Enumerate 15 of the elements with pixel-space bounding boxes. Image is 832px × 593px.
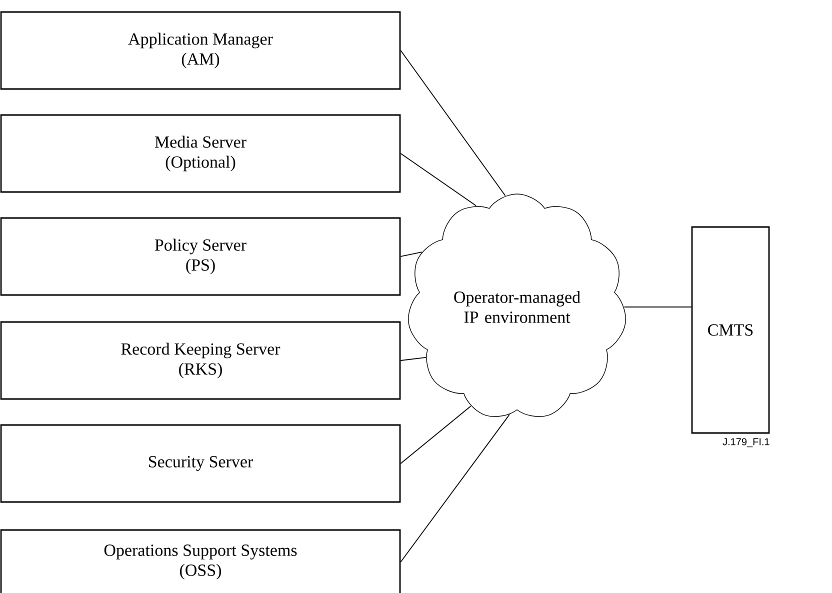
connector-line: [400, 153, 477, 206]
server-box: Operations Support Systems (OSS): [0, 529, 401, 593]
server-box: Media Server (Optional): [0, 114, 401, 193]
connector-line: [400, 50, 506, 196]
server-box: Application Manager (AM): [0, 11, 401, 90]
server-box: Policy Server (PS): [0, 217, 401, 296]
cmts-box: CMTS: [691, 226, 770, 434]
connector-line: [400, 357, 426, 361]
connector-line: [400, 406, 472, 464]
connector-line: [624, 306, 692, 308]
connector-line: [400, 414, 510, 562]
connector-line: [400, 252, 422, 257]
network-cloud: Operator-managed IP environment: [408, 194, 626, 417]
server-box: Record Keeping Server (RKS): [0, 321, 401, 400]
server-box: Security Server: [0, 424, 401, 503]
